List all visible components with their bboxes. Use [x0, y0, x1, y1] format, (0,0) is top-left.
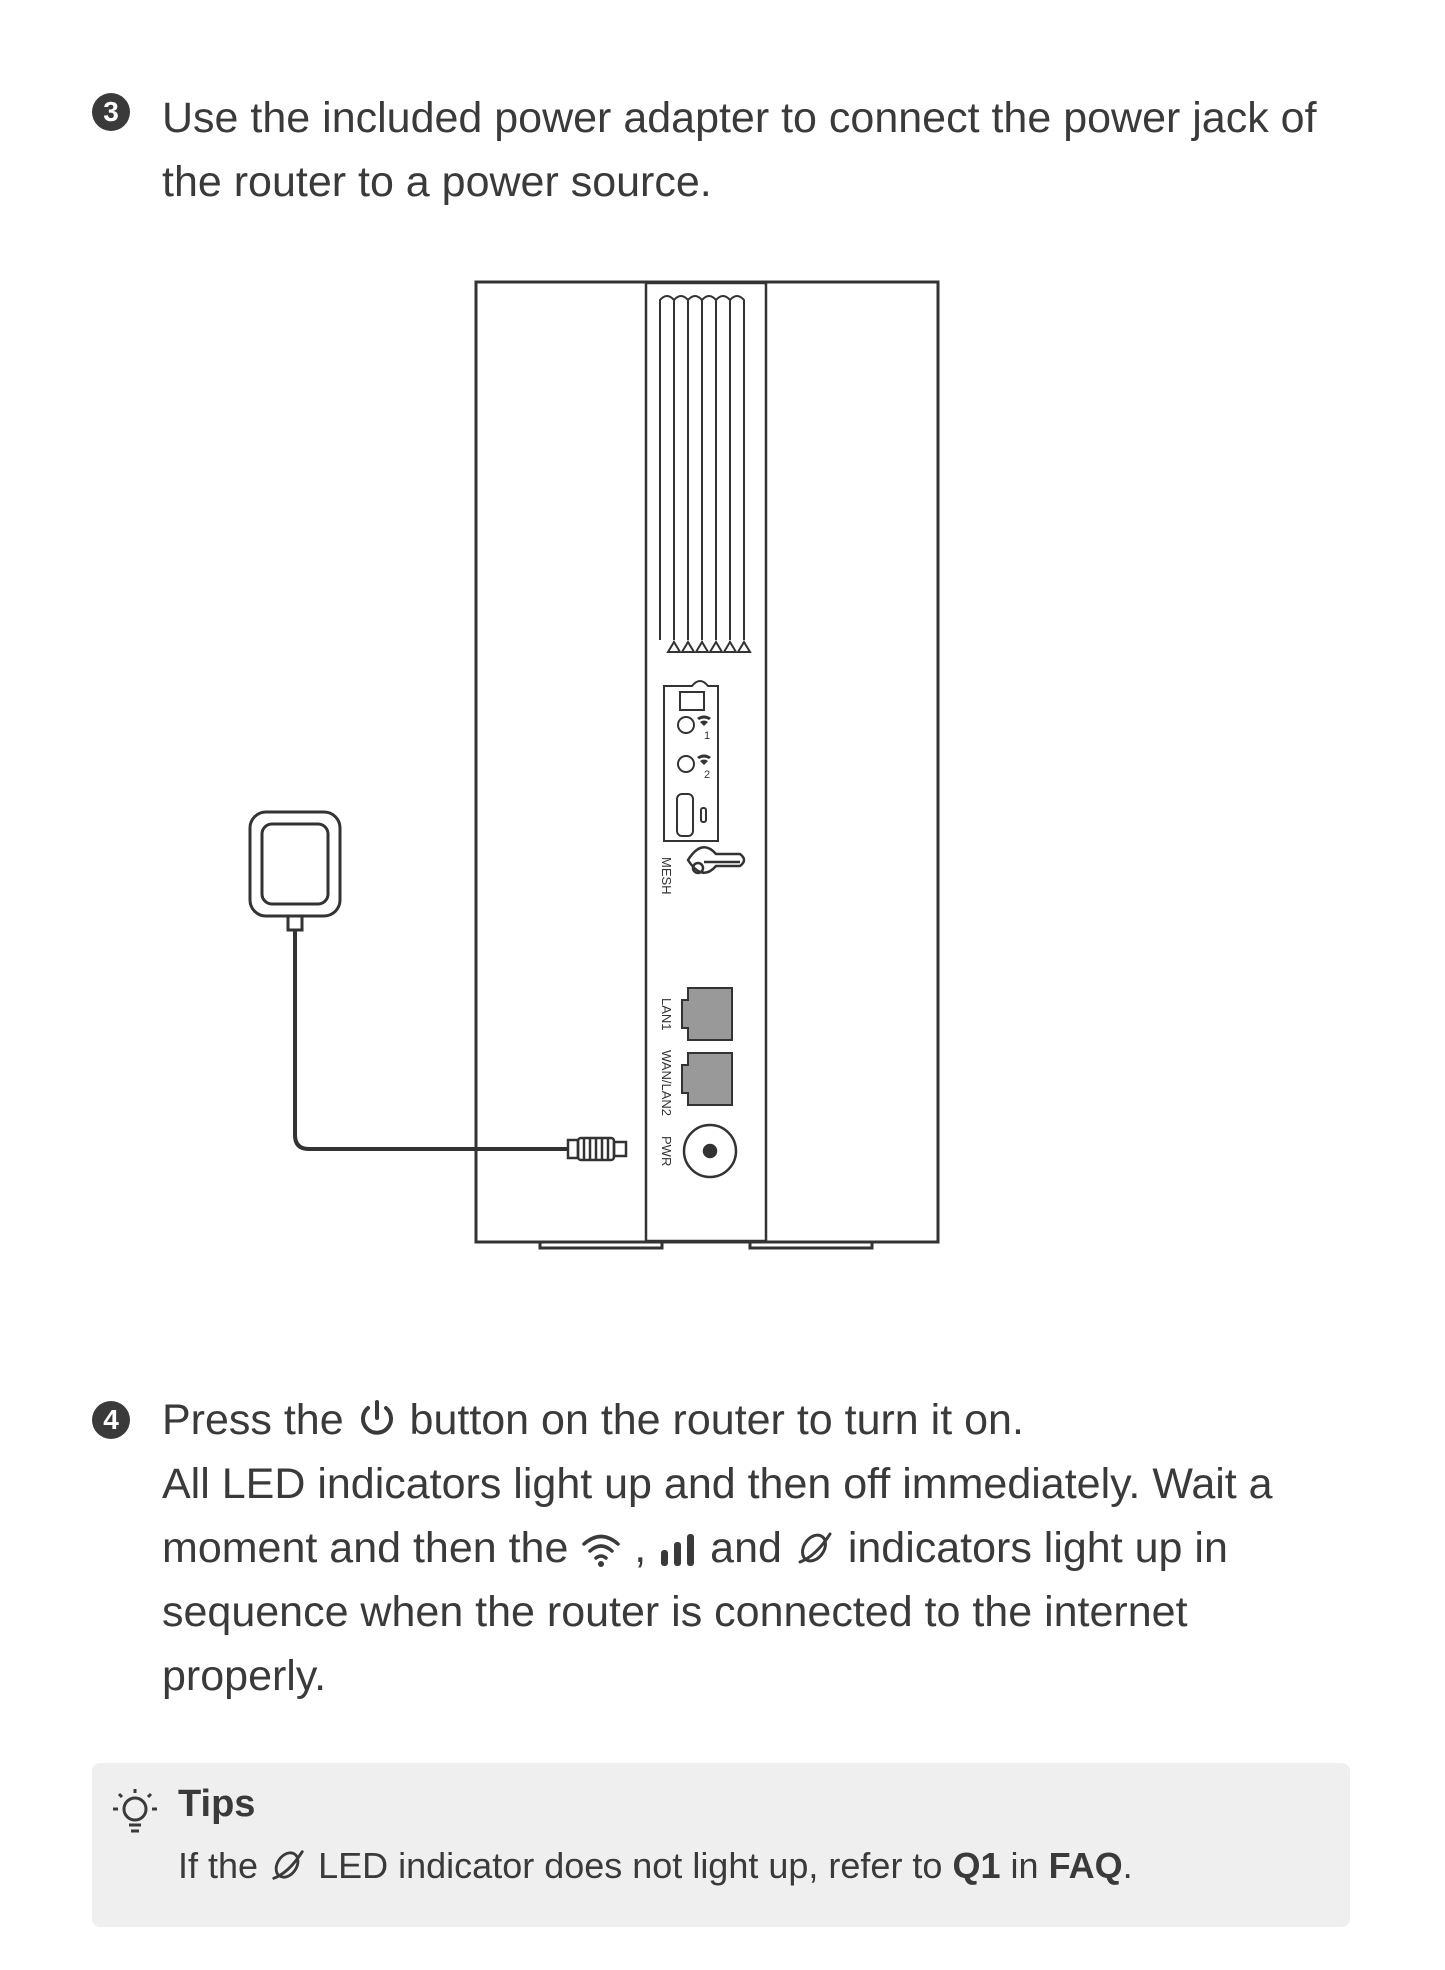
sim-slot	[679, 691, 705, 711]
step-4-line-3-pre: moment and then the	[162, 1524, 569, 1572]
step-4-line-4: sequence when the router is connected to…	[162, 1588, 1188, 1636]
tips-period: .	[1122, 1845, 1133, 1886]
router-foot-left	[538, 1242, 664, 1250]
pwr-label: PWR	[659, 1136, 674, 1166]
step-4-line-3-and: and	[710, 1524, 782, 1572]
lan1-label: LAN1	[659, 998, 674, 1031]
tips-faq-link[interactable]: FAQ	[1048, 1845, 1123, 1886]
tips-text: If the LED indicator does not light up, …	[178, 1845, 1133, 1887]
tips-q1: Q1	[952, 1845, 1001, 1886]
step-4: 4 Press the button on the router to turn…	[92, 1388, 1362, 1708]
wifi-icon	[582, 1534, 621, 1567]
tips-text-mid: LED indicator does not light up, refer t…	[318, 1845, 943, 1886]
power-icon	[360, 1400, 393, 1435]
internet-globe-icon	[272, 1850, 304, 1880]
step-4-text: Press the button on the router to turn i…	[162, 1388, 1362, 1708]
led-label-1: 1	[704, 730, 710, 742]
led-2	[677, 755, 695, 773]
lan1-port	[681, 987, 733, 1041]
usb-c-port	[676, 793, 694, 837]
step-3-text: Use the included power adapter to connec…	[162, 94, 1317, 206]
router-foot-right	[748, 1242, 874, 1250]
step-4-badge: 4	[92, 1401, 130, 1439]
router-diagram: 1 2 MESH LAN1 WAN/LAN2 PWR	[248, 280, 940, 1250]
power-cable	[293, 930, 568, 1151]
internet-globe-icon	[798, 1532, 832, 1564]
step-3: 3 Use the included power adapter to conn…	[92, 86, 1362, 214]
step-4-line-3-post: indicators light up in	[847, 1524, 1228, 1572]
tips-box: Tips If the LED indicator does not light…	[92, 1763, 1350, 1927]
tips-in: in	[1010, 1845, 1039, 1886]
led-label-2: 2	[704, 769, 710, 781]
step-4-line-3: moment and then the , and indicators lig…	[162, 1516, 1362, 1580]
step-4-line-5: properly.	[162, 1652, 327, 1700]
mesh-label: MESH	[659, 857, 674, 895]
vent-fins	[659, 295, 752, 653]
led-1	[677, 716, 695, 734]
step-4-line-1: Press the button on the router to turn i…	[162, 1388, 1362, 1452]
wan-lan2-port	[681, 1052, 733, 1106]
step-4-line-2: All LED indicators light up and then off…	[162, 1460, 1273, 1508]
lightbulb-icon	[113, 1789, 157, 1833]
tips-title: Tips	[178, 1783, 256, 1825]
sim-led-block	[663, 680, 719, 842]
signal-bars-icon	[661, 1534, 695, 1566]
tips-text-pre: If the	[178, 1845, 259, 1886]
step-3-badge: 3	[92, 93, 130, 131]
step-4-line-1-pre: Press the	[162, 1396, 344, 1444]
step-4-line-3-comma: ,	[634, 1524, 647, 1572]
back-panel	[644, 281, 768, 1243]
wan-lan2-label: WAN/LAN2	[659, 1050, 674, 1116]
step-4-line-1-post: button on the router to turn it on.	[409, 1396, 1024, 1444]
power-jack	[682, 1123, 738, 1179]
dc-plug	[566, 1136, 628, 1162]
led-wifi-marks	[697, 715, 711, 765]
power-adapter	[248, 810, 342, 932]
mesh-button	[686, 846, 746, 875]
